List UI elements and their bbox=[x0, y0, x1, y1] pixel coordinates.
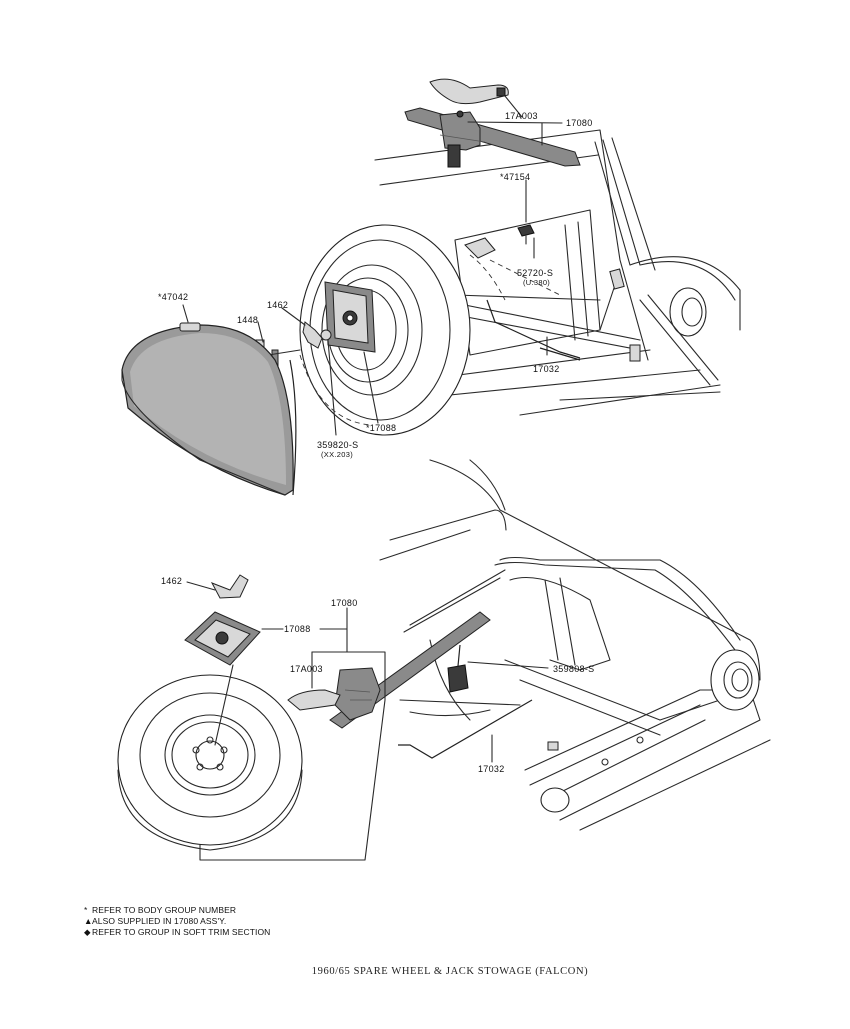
clamp-plate-upper bbox=[324, 281, 376, 353]
upper-exploded-view bbox=[121, 78, 741, 496]
label-52720-s-number: 52720-S bbox=[517, 268, 554, 278]
label-47042: *47042 bbox=[158, 292, 189, 302]
label-359808-s: 359808-S bbox=[553, 664, 595, 674]
label-1462-upper: 1462 bbox=[267, 300, 289, 310]
asterisk-symbol: * bbox=[84, 905, 88, 915]
footnote-body-group: * REFER TO BODY GROUP NUMBER bbox=[84, 905, 236, 915]
label-17a003-upper: 17A003 bbox=[505, 111, 538, 121]
diagram-caption: 1960/65 SPARE WHEEL & JACK STOWAGE (FALC… bbox=[311, 966, 589, 977]
diamond-symbol: ◆ bbox=[84, 927, 91, 937]
triangle-symbol: ▲ bbox=[84, 916, 93, 926]
label-1448: 1448 bbox=[237, 315, 259, 325]
footnote-text: ALSO SUPPLIED IN 17080 ASS'Y. bbox=[92, 916, 227, 926]
label-52720-s-sub: (U.380) bbox=[523, 278, 551, 287]
label-17080-upper: 17080 bbox=[566, 118, 593, 128]
upper-leader-lines bbox=[182, 95, 563, 436]
footnote-text: REFER TO BODY GROUP NUMBER bbox=[92, 905, 237, 915]
label-17a003-lower: 17A003 bbox=[290, 664, 323, 674]
upper-car-body bbox=[374, 129, 741, 416]
nut-359820-shape bbox=[320, 329, 332, 341]
clamp-plate-lower bbox=[184, 611, 261, 666]
label-47154: *47154 bbox=[500, 172, 531, 182]
spare-wheel-lower bbox=[117, 674, 303, 851]
label-17032-upper: 17032 bbox=[533, 364, 560, 374]
label-52720-s: 52720-S (U.380) bbox=[517, 268, 553, 287]
label-17088-upper: *17088 bbox=[366, 423, 397, 433]
lower-exploded-view bbox=[117, 459, 771, 861]
label-17088-lower: 17088 bbox=[284, 624, 311, 634]
label-359820-s: 359820-S (XX.203) bbox=[317, 440, 358, 459]
lower-car-body bbox=[379, 459, 771, 831]
footnote-soft-trim: ◆REFER TO GROUP IN SOFT TRIM SECTION bbox=[84, 927, 270, 938]
jack-handle-upper bbox=[429, 78, 509, 105]
jack-assembly-lower bbox=[287, 611, 491, 729]
wingnut-upper bbox=[302, 321, 323, 349]
label-359820-s-sub: (XX.203) bbox=[321, 450, 353, 459]
label-1462-lower: 1462 bbox=[161, 576, 183, 586]
label-17080-lower: 17080 bbox=[331, 598, 358, 608]
footnote-text: REFER TO GROUP IN SOFT TRIM SECTION bbox=[92, 927, 271, 937]
label-359820-s-number: 359820-S bbox=[317, 440, 359, 450]
jack-assembly-upper bbox=[404, 107, 581, 168]
wingnut-lower bbox=[210, 574, 249, 599]
footnote-also-supplied: ▲ALSO SUPPLIED IN 17080 ASS'Y. bbox=[84, 916, 226, 926]
lower-leader-lines bbox=[186, 581, 549, 861]
wheel-cover-47042 bbox=[121, 322, 297, 496]
label-17032-lower: 17032 bbox=[478, 764, 505, 774]
